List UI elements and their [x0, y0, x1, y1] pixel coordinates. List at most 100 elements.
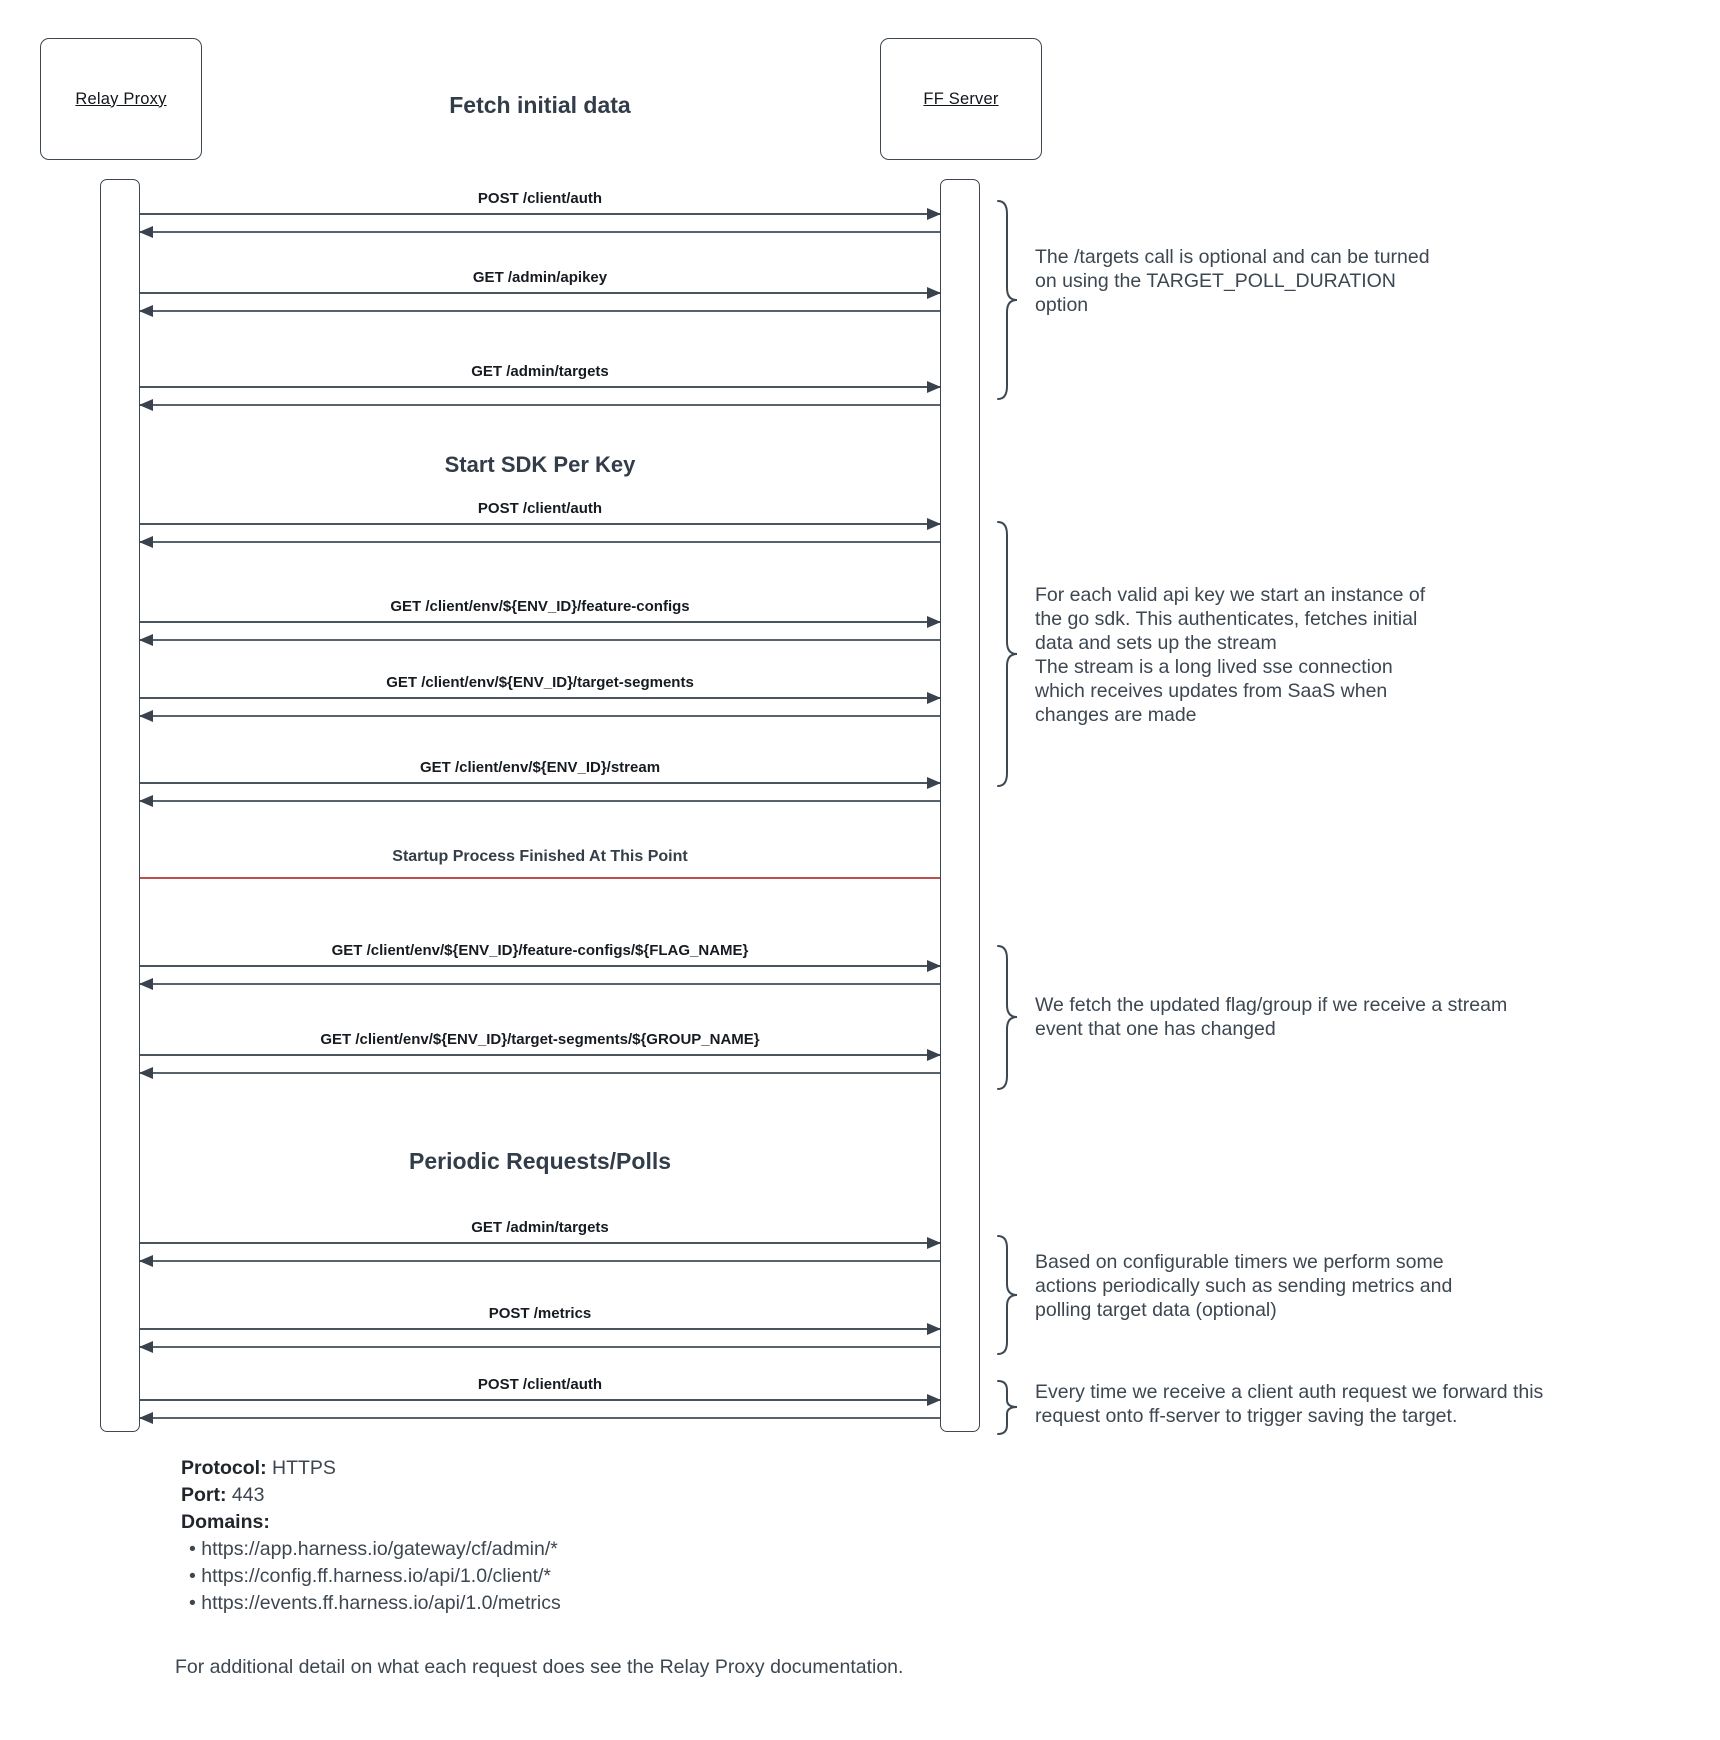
request-line: [140, 1328, 940, 1330]
milestone-line: [140, 877, 940, 879]
annotation-fetch-updated-flag: We fetch the updated flag/group if we re…: [1035, 994, 1508, 1040]
arrowhead-right-icon: [927, 777, 941, 789]
message-label: POST /metrics: [488, 1305, 592, 1322]
participant-ff-server-label: FF Server: [923, 89, 999, 108]
message-post-client-auth-1: POST /client/auth: [139, 189, 941, 239]
arrowhead-left-icon: [139, 399, 153, 411]
return-line: [140, 1260, 940, 1262]
brace-icon: [997, 1235, 1018, 1355]
annotation-client-auth-forward: Every time we receive a client auth requ…: [1035, 1381, 1544, 1427]
arrowhead-left-icon: [139, 305, 153, 317]
message-label: GET /client/env/${ENV_ID}/feature-config…: [390, 598, 690, 615]
return-line: [140, 715, 940, 717]
arrowhead-left-icon: [139, 1341, 153, 1353]
port-value: 443: [231, 1484, 265, 1506]
return-line: [140, 404, 940, 406]
return-line: [140, 800, 940, 802]
section-title-fetch-initial-data: Fetch initial data: [449, 92, 631, 118]
arrowhead-right-icon: [927, 1237, 941, 1249]
arrowhead-left-icon: [139, 795, 153, 807]
domains-row: Domains:: [181, 1509, 561, 1536]
brace-icon: [997, 1380, 1018, 1435]
message-label: GET /client/env/${ENV_ID}/stream: [419, 759, 661, 776]
message-post-metrics: POST /metrics: [139, 1304, 941, 1354]
return-line: [140, 231, 940, 233]
request-line: [140, 386, 940, 388]
return-line: [140, 639, 940, 641]
request-line: [140, 523, 940, 525]
message-get-target-segments: GET /client/env/${ENV_ID}/target-segment…: [139, 673, 941, 723]
message-label: GET /admin/apikey: [472, 269, 608, 286]
message-label: POST /client/auth: [477, 190, 603, 207]
arrowhead-left-icon: [139, 536, 153, 548]
arrowhead-right-icon: [927, 1049, 941, 1061]
domain-url: https://app.harness.io/gateway/cf/admin/…: [201, 1538, 558, 1560]
message-label: POST /client/auth: [477, 1376, 603, 1393]
return-line: [140, 310, 940, 312]
connection-details: Protocol: HTTPS Port: 443 Domains: • htt…: [181, 1455, 561, 1617]
brace-icon: [997, 200, 1018, 400]
annotation-sdk-instance: For each valid api key we start an insta…: [1035, 584, 1426, 726]
arrowhead-left-icon: [139, 1067, 153, 1079]
section-title-start-sdk-per-key: Start SDK Per Key: [444, 452, 636, 477]
message-label: GET /admin/targets: [471, 1219, 609, 1236]
arrowhead-right-icon: [927, 1323, 941, 1335]
domain-url: https://config.ff.harness.io/api/1.0/cli…: [201, 1565, 552, 1587]
protocol-label: Protocol:: [181, 1457, 267, 1479]
documentation-note: For additional detail on what each reque…: [175, 1656, 904, 1678]
arrowhead-left-icon: [139, 710, 153, 722]
annotation-configurable-timers: Based on configurable timers we perform …: [1035, 1251, 1453, 1321]
arrowhead-right-icon: [927, 616, 941, 628]
brace-icon: [997, 521, 1018, 787]
participant-relay-proxy-label: Relay Proxy: [75, 89, 167, 108]
participant-relay-proxy: Relay Proxy: [40, 38, 202, 160]
annotation-targets-optional: The /targets call is optional and can be…: [1035, 246, 1430, 316]
domain-url: https://events.ff.harness.io/api/1.0/met…: [201, 1592, 561, 1614]
request-line: [140, 621, 940, 623]
message-label: GET /client/env/${ENV_ID}/target-segment…: [386, 674, 694, 691]
arrowhead-right-icon: [927, 692, 941, 704]
lifeline-relay-proxy: [100, 179, 140, 1432]
lifeline-ff-server: [940, 179, 980, 1432]
arrowhead-right-icon: [927, 1394, 941, 1406]
message-get-admin-apikey: GET /admin/apikey: [139, 268, 941, 318]
request-line: [140, 697, 940, 699]
message-label: GET /client/env/${ENV_ID}/feature-config…: [331, 942, 749, 959]
arrowhead-right-icon: [927, 960, 941, 972]
message-label: GET /client/env/${ENV_ID}/target-segment…: [320, 1031, 760, 1048]
arrowhead-left-icon: [139, 1412, 153, 1424]
brace-icon: [997, 945, 1018, 1090]
message-label: POST /client/auth: [477, 500, 603, 517]
request-line: [140, 1399, 940, 1401]
message-label: GET /admin/targets: [471, 363, 609, 380]
domain-item: • https://config.ff.harness.io/api/1.0/c…: [181, 1563, 561, 1590]
arrowhead-right-icon: [927, 208, 941, 220]
arrowhead-right-icon: [927, 381, 941, 393]
message-get-admin-targets-1: GET /admin/targets: [139, 362, 941, 412]
domain-item: • https://app.harness.io/gateway/cf/admi…: [181, 1536, 561, 1563]
message-get-target-segment-group: GET /client/env/${ENV_ID}/target-segment…: [139, 1030, 941, 1080]
arrowhead-left-icon: [139, 634, 153, 646]
message-get-feature-configs: GET /client/env/${ENV_ID}/feature-config…: [139, 597, 941, 647]
bullet-icon: •: [189, 1592, 196, 1614]
arrowhead-left-icon: [139, 978, 153, 990]
milestone-label: Startup Process Finished At This Point: [392, 848, 688, 865]
return-line: [140, 1417, 940, 1419]
request-line: [140, 292, 940, 294]
protocol-value: HTTPS: [272, 1457, 336, 1479]
arrowhead-left-icon: [139, 1255, 153, 1267]
return-line: [140, 983, 940, 985]
participant-ff-server: FF Server: [880, 38, 1042, 160]
section-title-periodic-requests: Periodic Requests/Polls: [408, 1148, 672, 1174]
message-post-client-auth-3: POST /client/auth: [139, 1375, 941, 1425]
domains-label: Domains:: [181, 1511, 270, 1533]
request-line: [140, 213, 940, 215]
port-label: Port:: [181, 1484, 227, 1506]
return-line: [140, 1072, 940, 1074]
return-line: [140, 541, 940, 543]
arrowhead-right-icon: [927, 287, 941, 299]
return-line: [140, 1346, 940, 1348]
port-row: Port: 443: [181, 1482, 561, 1509]
request-line: [140, 782, 940, 784]
message-post-client-auth-2: POST /client/auth: [139, 499, 941, 549]
